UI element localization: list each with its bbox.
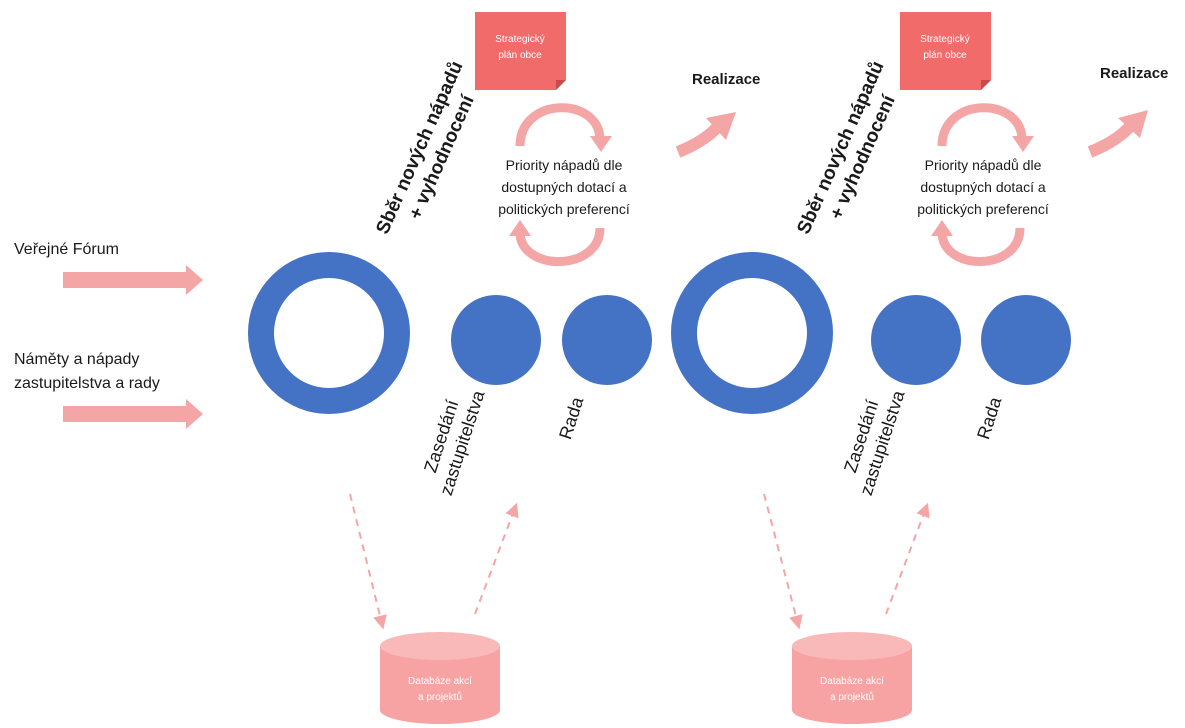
cycle-arrow-bottom-head [931, 220, 953, 236]
database-line2: a projektů [830, 691, 874, 703]
cycle-arrow-top [937, 103, 1027, 147]
collection-ring [671, 252, 833, 414]
realization-label: Realizace [692, 71, 760, 88]
realization-arrow-head [706, 112, 736, 140]
priorities-line1: Priority nápadů dle [506, 157, 623, 173]
priorities-line3: politických preferencí [498, 201, 630, 217]
cycle-arrow-top [515, 103, 605, 147]
cycle-2: Sběr nových nápadů + vyhodnocení Strateg… [671, 12, 1168, 724]
priorities-line2: dostupných dotací a [920, 179, 1046, 195]
strategic-plan-doc: Strategický plán obce [900, 12, 991, 90]
board-dot [981, 295, 1071, 385]
council-dot [451, 295, 541, 385]
dash-to-database [763, 493, 803, 630]
realization-arrow-head [1118, 110, 1148, 138]
database-line1: Databáze akcí [820, 676, 884, 687]
board-dot [562, 295, 652, 385]
board-label: Rada [973, 394, 1006, 442]
input-arrow-ideas [63, 399, 203, 429]
cycle-arrow-top-head [1012, 136, 1034, 152]
board-label: Rada [555, 394, 588, 442]
dash-to-database [349, 493, 387, 630]
cycle-arrow-top-head [590, 136, 612, 152]
priorities-line3: politických preferencí [917, 201, 1049, 217]
dash-from-database [885, 502, 930, 615]
strategic-plan-doc: Strategický plán obce [475, 12, 566, 90]
realization-label: Realizace [1100, 65, 1168, 82]
strategic-plan-line1: Strategický [495, 34, 544, 45]
database-cylinder: Databáze akcí a projektů [792, 632, 912, 724]
realization-arrow [1087, 120, 1137, 158]
cycle-arrow-bottom-head [509, 220, 531, 236]
priorities-line1: Priority nápadů dle [925, 157, 1042, 173]
collection-ring [248, 252, 410, 414]
input-ideas-label-line2: zastupitelstva a rady [14, 375, 160, 392]
realization-arrow [675, 120, 725, 158]
strategic-plan-line2: plán obce [498, 50, 542, 61]
priorities-line2: dostupných dotací a [501, 179, 627, 195]
input-arrow-forum [63, 265, 203, 295]
input-forum-label: Veřejné Fórum [14, 241, 119, 258]
strategic-plan-line2: plán obce [923, 50, 967, 61]
strategic-plan-line1: Strategický [920, 34, 969, 45]
database-line1: Databáze akcí [408, 676, 472, 687]
council-dot [871, 295, 961, 385]
cycle-arrow-bottom [937, 227, 1025, 266]
database-line2: a projektů [418, 691, 462, 703]
input-ideas-label-line1: Náměty a nápady [14, 351, 139, 368]
database-cylinder: Databáze akcí a projektů [380, 632, 500, 724]
cycle-arrow-bottom [515, 227, 605, 266]
dash-from-database [474, 502, 519, 615]
